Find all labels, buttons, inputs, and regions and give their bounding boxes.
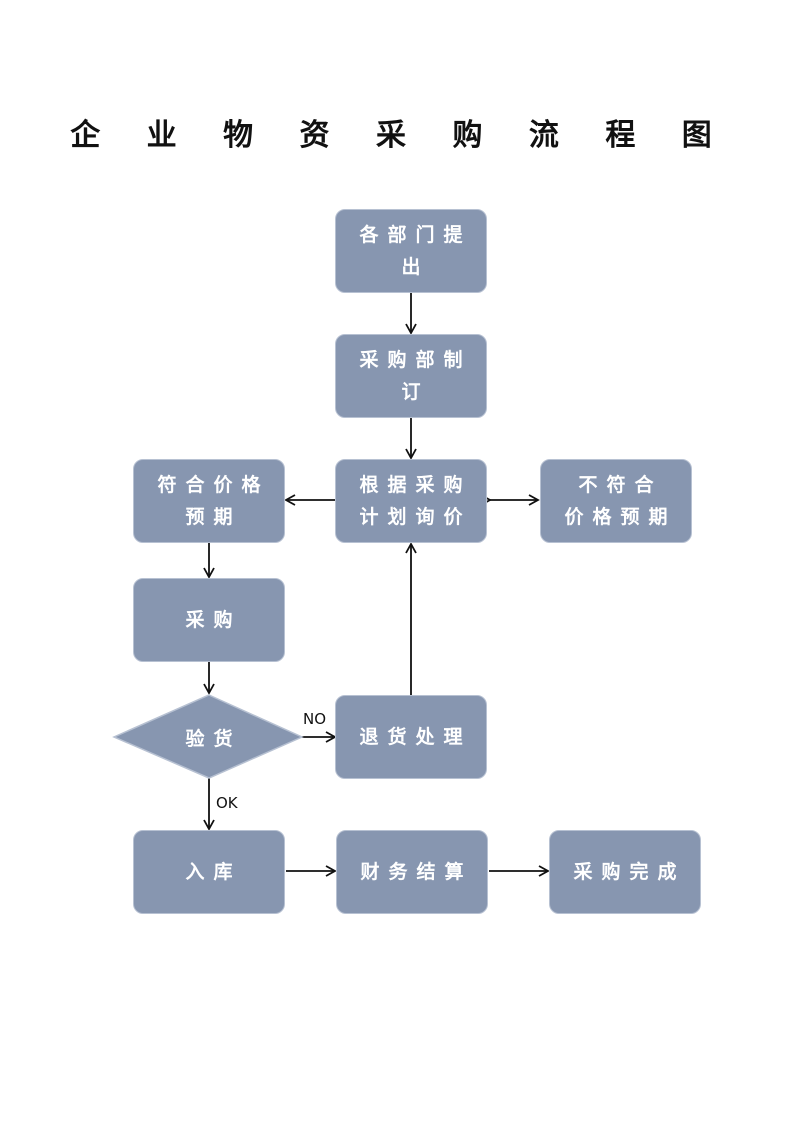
node-price-ok-line1: 符合价格	[157, 474, 270, 496]
node-purchase: 采购	[133, 578, 285, 662]
node-price-not-ok-line1: 不符合	[578, 474, 663, 496]
node-price-not-ok-line2: 价格预期	[564, 506, 677, 528]
node-purchase-label: 采购	[185, 609, 242, 631]
page-title: 企 业 物 资 采 购 流 程 图	[70, 118, 730, 153]
edge-label-no: NO	[303, 710, 327, 728]
node-storage: 入库	[133, 830, 285, 914]
node-inquiry-line1: 根据采购	[359, 474, 472, 496]
node-purchase-plan-line2: 订	[401, 381, 430, 403]
node-purchase-plan-line1: 采购部制	[359, 349, 472, 371]
node-storage-label: 入库	[185, 861, 242, 883]
node-complete: 采购完成	[549, 830, 701, 914]
node-settlement-label: 财务结算	[360, 861, 473, 883]
node-inquiry-line2: 计划询价	[359, 506, 472, 528]
edge-label-ok: OK	[216, 794, 238, 812]
node-dept-request-line1: 各部门提	[359, 224, 472, 246]
node-price-ok: 符合价格 预期	[133, 459, 285, 543]
node-dept-request-line2: 出	[401, 256, 430, 278]
node-price-not-ok: 不符合 价格预期	[540, 459, 692, 543]
node-inspect-label: 验货	[185, 728, 242, 750]
node-settlement: 财务结算	[336, 830, 488, 914]
node-complete-label: 采购完成	[573, 861, 686, 883]
inspect-diamond	[112, 694, 304, 779]
node-dept-request: 各部门提 出	[335, 209, 487, 293]
node-return-label: 退货处理	[359, 726, 472, 748]
node-purchase-plan: 采购部制 订	[335, 334, 487, 418]
node-price-ok-line2: 预期	[185, 506, 242, 528]
node-inquiry: 根据采购 计划询价	[335, 459, 487, 543]
node-return: 退货处理	[335, 695, 487, 779]
